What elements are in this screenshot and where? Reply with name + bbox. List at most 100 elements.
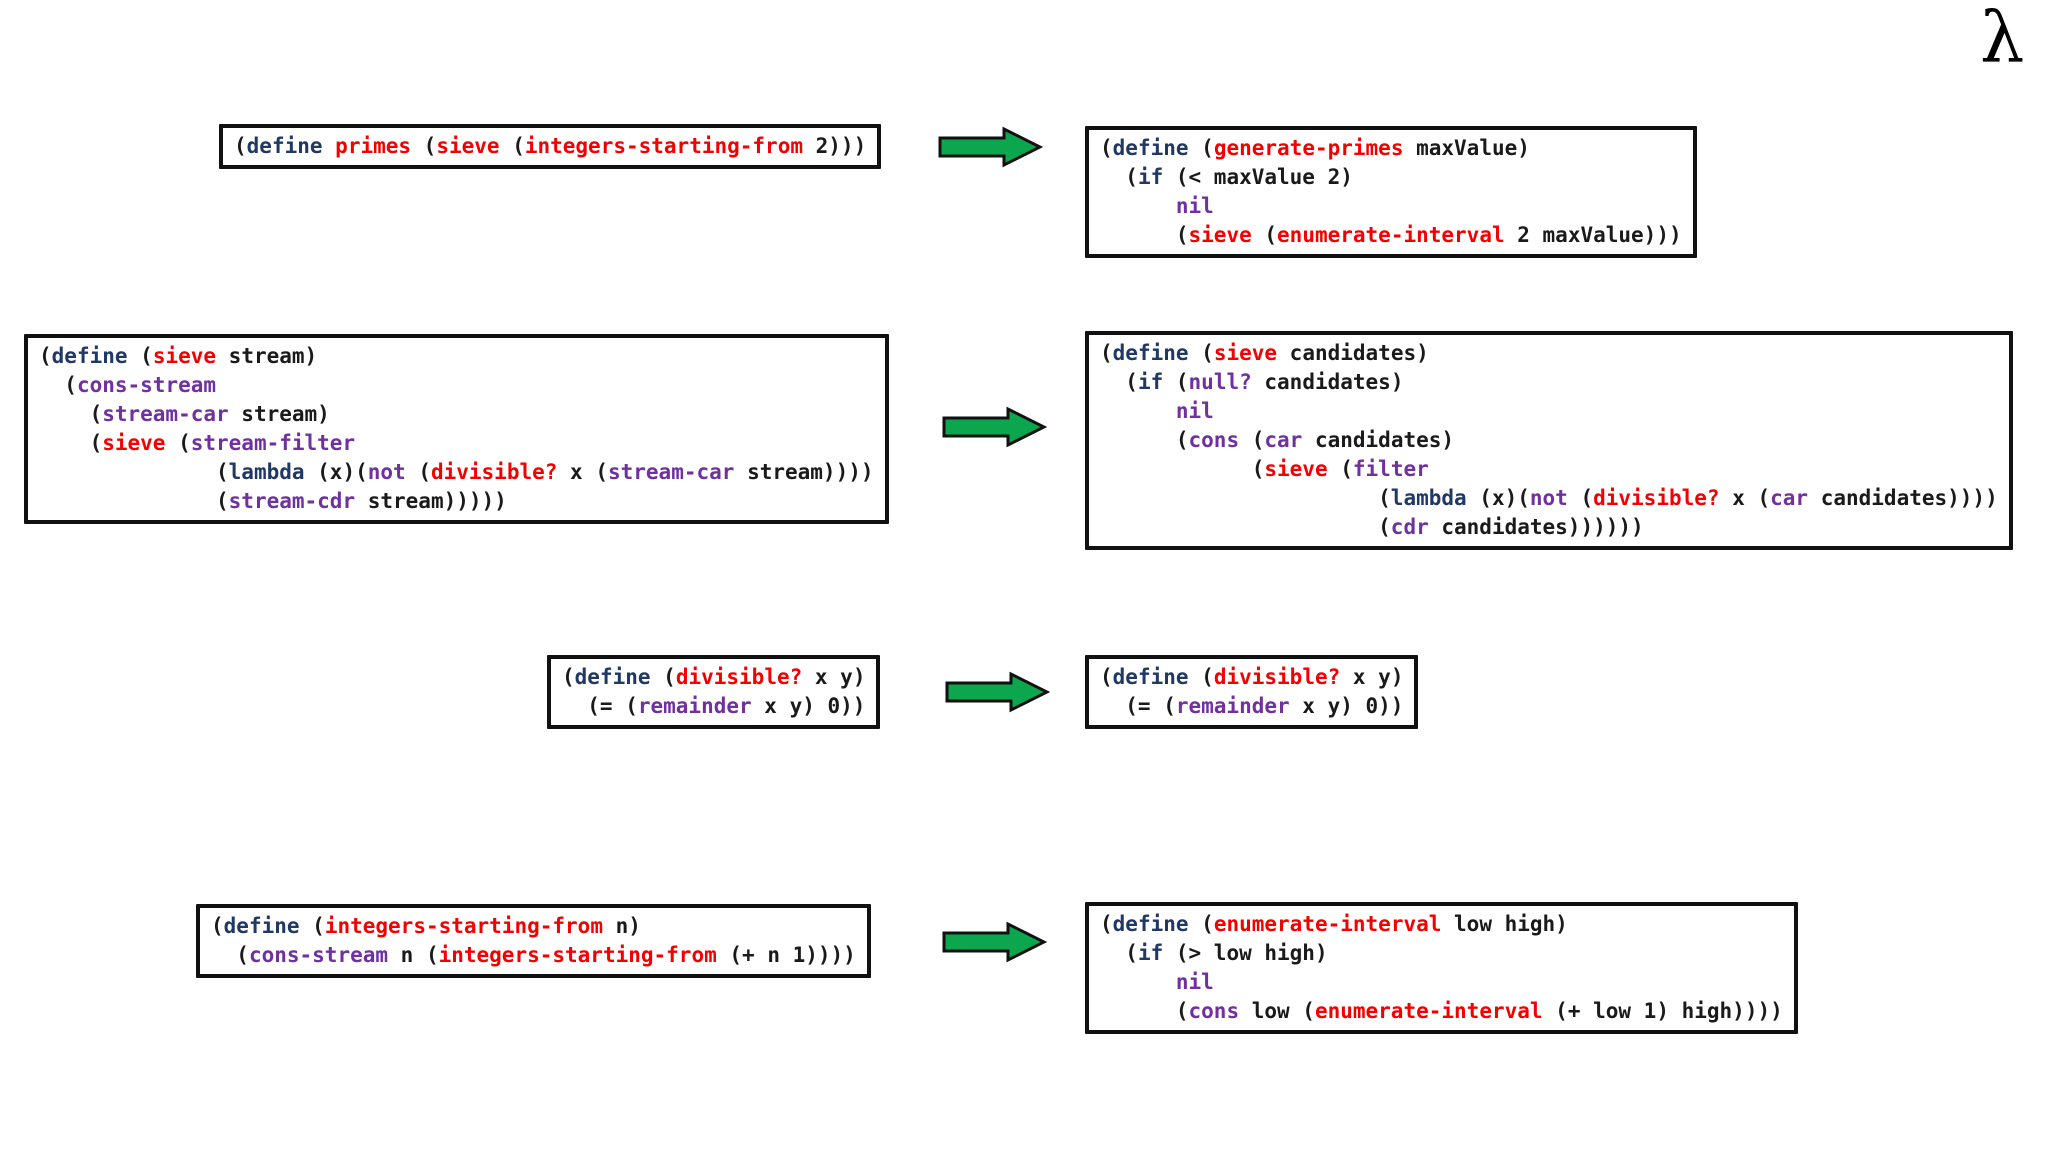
code-token-k: (x)( <box>1466 486 1530 510</box>
code-token-p: nil <box>1175 399 1214 423</box>
code-token-k: ( <box>127 344 153 368</box>
code-token-k: stream) <box>216 344 318 368</box>
code-token-k: ( <box>39 431 103 455</box>
code-token-r: divisible? <box>1593 486 1720 510</box>
code-token-k: 2))) <box>803 134 867 158</box>
code-token-p: filter <box>1352 457 1429 481</box>
code-token-k: ( <box>1100 457 1265 481</box>
code-token-k: stream) <box>228 402 330 426</box>
code-box-sieve-list-definition: (define (sieve candidates) (if (null? ca… <box>1085 331 2013 550</box>
code-line: nil <box>1100 968 1783 997</box>
code-token-b: if <box>1137 165 1164 189</box>
code-token-k: ( <box>39 373 77 397</box>
code-token-k: candidates) <box>1302 428 1455 452</box>
code-box-sieve-stream-definition: (define (sieve stream) (cons-stream (str… <box>24 334 889 524</box>
code-token-r: enumerate-interval <box>1213 912 1442 936</box>
code-token-p: stream-car <box>607 460 735 484</box>
code-token-k: stream))))) <box>355 489 507 513</box>
code-token-p: cons-stream <box>248 943 389 967</box>
code-token-p: cons <box>1188 428 1240 452</box>
code-line: (stream-cdr stream))))) <box>39 487 874 516</box>
code-token-k: low ( <box>1239 999 1315 1023</box>
code-token-k: (> low high) <box>1163 941 1328 965</box>
code-box-primes-stream-definition: (define primes (sieve (integers-starting… <box>219 124 882 169</box>
code-token-b: define <box>223 914 300 938</box>
code-token-b: define <box>1112 912 1189 936</box>
code-line: (cdr candidates)))))) <box>1100 513 1998 542</box>
code-token-r: primes <box>335 134 412 158</box>
code-token-b: define <box>1112 136 1189 160</box>
code-token-k: ( <box>1100 223 1189 247</box>
code-token-k: x y) 0)) <box>1289 694 1404 718</box>
code-token-k: ( <box>499 134 525 158</box>
code-token-r: divisible? <box>675 665 803 689</box>
code-token-k: (+ n 1)))) <box>716 943 856 967</box>
code-box-enumerate-interval-definition: (define (enumerate-interval low high) (i… <box>1085 902 1798 1034</box>
code-token-r: sieve <box>1264 457 1328 481</box>
code-token-r: integers-starting-from <box>524 134 803 158</box>
code-token-k: candidates)))))) <box>1428 515 1644 539</box>
code-token-p: cons <box>1188 999 1240 1023</box>
code-token-k: ( <box>39 344 52 368</box>
code-line: (if (> low high) <box>1100 939 1783 968</box>
code-token-k <box>1100 194 1176 218</box>
code-line: (= (remainder x y) 0)) <box>562 692 865 721</box>
code-token-k: (x)( <box>304 460 368 484</box>
code-line: (lambda (x)(not (divisible? x (stream-ca… <box>39 458 874 487</box>
code-token-p: cons-stream <box>76 373 217 397</box>
code-token-k: ( <box>165 431 191 455</box>
code-token-k: ( <box>1100 370 1138 394</box>
lambda-icon: λ <box>1980 0 2025 79</box>
code-line: (define (sieve candidates) <box>1100 339 1998 368</box>
code-line: (sieve (stream-filter <box>39 429 874 458</box>
code-token-r: integers-starting-from <box>324 914 603 938</box>
code-box-generate-primes-definition: (define (generate-primes maxValue) (if (… <box>1085 126 1697 258</box>
code-token-k: ( <box>1251 223 1278 247</box>
code-token-b: lambda <box>228 460 305 484</box>
code-token-k: (= ( <box>562 694 638 718</box>
code-token-p: cdr <box>1390 515 1429 539</box>
code-token-k: ( <box>1100 486 1391 510</box>
code-token-k: n) <box>602 914 641 938</box>
code-token-k: x ( <box>1719 486 1771 510</box>
code-token-k: ( <box>1327 457 1353 481</box>
code-token-r: sieve <box>436 134 500 158</box>
code-token-b: if <box>1137 941 1164 965</box>
code-token-p: nil <box>1175 194 1214 218</box>
code-token-r: enumerate-interval <box>1314 999 1543 1023</box>
code-token-k: ( <box>1100 912 1113 936</box>
code-token-k: ( <box>39 489 229 513</box>
code-box-divisible-definition-right: (define (divisible? x y) (= (remainder x… <box>1085 655 1419 729</box>
code-token-r: sieve <box>1188 223 1252 247</box>
code-token-k: (+ low 1) high)))) <box>1542 999 1783 1023</box>
code-token-p: not <box>1529 486 1568 510</box>
code-token-k: ( <box>1188 341 1214 365</box>
code-token-k: ( <box>1239 428 1265 452</box>
code-line: (if (null? candidates) <box>1100 368 1998 397</box>
code-line: (sieve (enumerate-interval 2 maxValue))) <box>1100 221 1682 250</box>
code-line: (cons-stream <box>39 371 874 400</box>
code-token-k: ( <box>405 460 431 484</box>
code-token-p: remainder <box>637 694 752 718</box>
code-token-k: n ( <box>388 943 439 967</box>
code-line: (define (enumerate-interval low high) <box>1100 910 1783 939</box>
code-line: nil <box>1100 397 1998 426</box>
code-token-b: define <box>1112 665 1189 689</box>
code-token-p: stream-filter <box>190 431 356 455</box>
code-token-b: define <box>1112 341 1189 365</box>
code-token-k <box>1100 970 1176 994</box>
code-box-divisible-definition-left: (define (divisible? x y) (= (remainder x… <box>547 655 881 729</box>
code-token-k: ( <box>39 460 229 484</box>
code-line: (define (sieve stream) <box>39 342 874 371</box>
code-token-k: ( <box>411 134 437 158</box>
code-token-k: (< maxValue 2) <box>1163 165 1353 189</box>
code-token-k: ( <box>39 402 103 426</box>
code-token-b: define <box>574 665 651 689</box>
code-token-r: divisible? <box>430 460 558 484</box>
arrow-right-icon <box>945 671 1050 713</box>
code-token-k <box>323 134 336 158</box>
code-token-p: not <box>367 460 406 484</box>
code-box-integers-starting-from-definition: (define (integers-starting-from n) (cons… <box>196 904 871 978</box>
code-token-k: 2 maxValue))) <box>1504 223 1682 247</box>
code-token-k: (= ( <box>1100 694 1176 718</box>
